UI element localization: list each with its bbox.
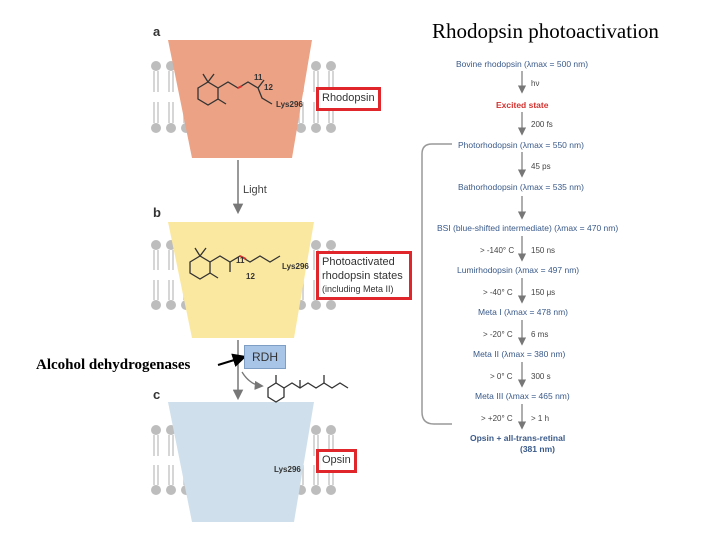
membrane-a — [151, 61, 336, 133]
photoactivated-box: Photoactivated rhodopsin states (includi… — [316, 251, 412, 300]
cond-minus20: > -20° C — [483, 330, 513, 339]
time-300s: 300 s — [531, 372, 551, 381]
opsin-nm: (381 nm) — [520, 444, 555, 454]
bathorhodopsin: Bathorhodopsin (λmax = 535 nm) — [458, 182, 584, 192]
cond-minus40: > -40° C — [483, 288, 513, 297]
carbon-12-label-b: 12 — [246, 272, 255, 281]
time-150ns: 150 ns — [531, 246, 556, 255]
panel-letter-a: a — [153, 24, 161, 39]
photoactivated-line2: rhodopsin states — [322, 269, 403, 282]
light-label: Light — [243, 184, 267, 196]
protein-rhodopsin — [168, 40, 312, 158]
bracket — [421, 143, 452, 425]
cond-minus140: > -140° C — [480, 246, 515, 255]
membrane-c — [151, 425, 336, 495]
lys-label-a: Lys296 — [276, 100, 303, 109]
time-45ps: 45 ps — [531, 162, 551, 171]
retinal-all-trans — [189, 247, 281, 280]
meta-i: Meta I (λmax = 478 nm) — [478, 307, 568, 317]
bsi-intermediate: BSI (blue-shifted intermediate) (λmax = … — [437, 223, 619, 233]
cond-plus20: > +20° C — [481, 414, 513, 423]
time-1h: > 1 h — [531, 414, 550, 423]
time-150us: 150 μs — [531, 288, 556, 297]
arrow-rdh-branch — [241, 371, 264, 390]
cond-0: > 0° C — [490, 372, 513, 381]
free-retinal — [267, 375, 349, 403]
lys-label-b: Lys296 — [282, 262, 309, 271]
carbon-11-label-a: 11 — [254, 73, 263, 82]
rhodopsin-box: Rhodopsin — [316, 87, 381, 111]
panel-letter-c: c — [153, 387, 161, 402]
carbon-12-label-a: 12 — [264, 83, 273, 92]
bovine-rhodopsin: Bovine rhodopsin (λmax = 500 nm) — [456, 59, 589, 69]
protein-photoactivated — [168, 222, 314, 338]
carbon-11-label-b: 11 — [236, 256, 245, 265]
lumirhodopsin: Lumirhodopsin (λmax = 497 nm) — [457, 265, 580, 275]
lys-label-c: Lys296 — [274, 465, 301, 474]
photorhodopsin: Photorhodopsin (λmax = 550 nm) — [458, 140, 584, 150]
excited-state: Excited state — [496, 100, 549, 110]
time-6ms: 6 ms — [531, 330, 549, 339]
opsin-box: Opsin — [316, 449, 357, 473]
meta-ii: Meta II (λmax = 380 nm) — [473, 349, 566, 359]
panel-letter-b: b — [153, 205, 161, 220]
hv-label: hν — [531, 79, 540, 88]
alcohol-dehydrogenases-label: Alcohol dehydrogenases — [36, 357, 191, 373]
page-title: Rhodopsin photoactivation — [432, 19, 659, 43]
meta-iii: Meta III (λmax = 465 nm) — [475, 391, 570, 401]
protein-opsin — [168, 402, 314, 522]
photoactivated-line1: Photoactivated — [322, 256, 395, 268]
retinal-11-cis — [197, 73, 273, 106]
time-200fs: 200 fs — [531, 120, 553, 129]
rdh-box: RDH — [244, 345, 286, 369]
arrow-adh-to-rdh — [217, 353, 247, 367]
photoactivated-line3: (including Meta II) — [322, 283, 394, 294]
opsin-all-trans: Opsin + all-trans-retinal — [470, 433, 566, 443]
